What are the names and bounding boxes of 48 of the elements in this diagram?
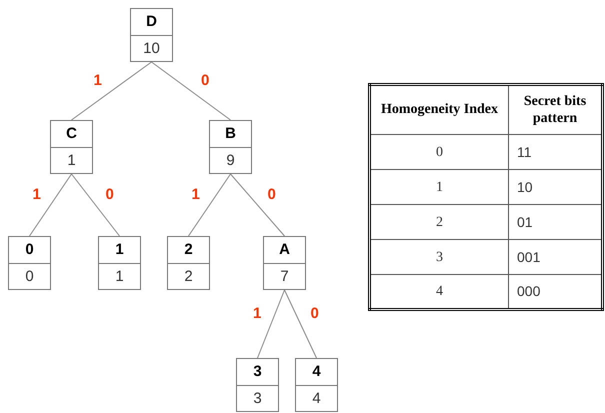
node-value: 3 [253, 390, 262, 406]
edge-label: 0 [266, 187, 277, 202]
node-name: 3 [253, 364, 262, 380]
tree-node-box [263, 236, 306, 290]
edge-label: 0 [104, 187, 115, 202]
node-name: 0 [25, 242, 34, 258]
edge-label: 0 [200, 73, 210, 88]
node-value: 1 [115, 268, 124, 284]
node-value: 9 [226, 152, 235, 168]
table-header: Homogeneity Index [370, 84, 508, 134]
node-value: 4 [312, 390, 321, 406]
edge-label: 1 [252, 306, 262, 321]
tree-edge [230, 174, 285, 236]
node-value: 10 [143, 40, 160, 56]
tree-node-box [167, 236, 210, 290]
tree-node-box [236, 358, 279, 412]
tree-edge [284, 290, 317, 358]
node-value: 0 [25, 268, 34, 284]
tree-node-box [209, 120, 252, 174]
node-name: D [146, 14, 157, 30]
tree-edge [71, 62, 152, 120]
tree-node-box [295, 358, 338, 412]
tree-node-box [130, 8, 173, 62]
table-cell: 3 [370, 240, 508, 274]
tree-node-box [8, 236, 51, 290]
node-name: 4 [312, 364, 321, 380]
node-name: C [66, 126, 77, 142]
edge-label: 1 [32, 187, 42, 202]
tree-edge [257, 290, 285, 358]
node-name: 1 [115, 242, 124, 258]
tree-edge [151, 62, 231, 120]
edge-label: 0 [310, 306, 320, 321]
node-name: 2 [184, 242, 193, 258]
node-value: 1 [67, 152, 76, 168]
tree-edge [29, 174, 72, 236]
node-value: 7 [280, 268, 289, 284]
edge-label: 1 [190, 187, 201, 202]
table-cell: 1 [370, 170, 508, 204]
node-value: 2 [184, 268, 193, 284]
edge-label: 1 [92, 73, 103, 88]
table-cell: 0 [370, 134, 508, 170]
tree-edge [71, 174, 120, 236]
node-name: A [279, 242, 290, 258]
tree-node-box [98, 236, 141, 290]
table-cell: 2 [370, 204, 508, 240]
node-name: B [225, 126, 236, 142]
tree-edge [188, 174, 231, 236]
tree-node-box [50, 120, 93, 174]
